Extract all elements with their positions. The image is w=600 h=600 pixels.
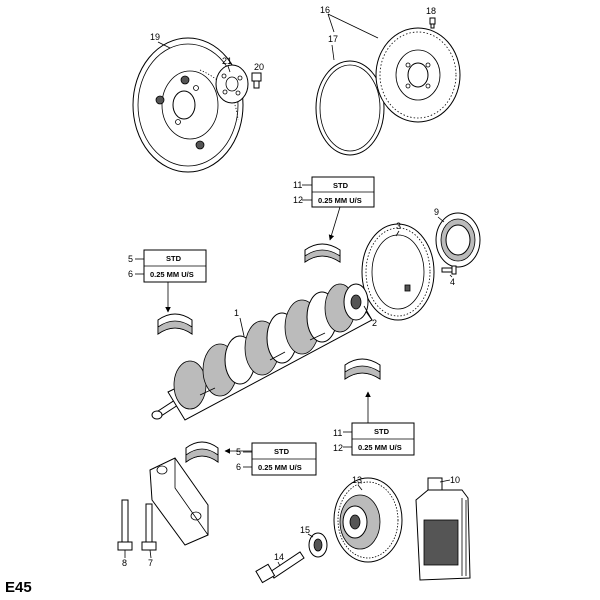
callout-8: 8: [122, 558, 127, 568]
callout-20: 20: [254, 62, 264, 72]
plate-21: [215, 64, 249, 104]
callout-11: 11: [293, 180, 302, 190]
diagram-code: E45: [5, 579, 32, 596]
bolt-18: [429, 17, 436, 29]
label-std: STD: [333, 181, 349, 190]
callout-10: 10: [450, 475, 460, 485]
label-undersize: 0.25 MM U/S: [358, 443, 402, 452]
callout-4: 4: [450, 277, 455, 287]
bearing-shell-left-5: [157, 313, 193, 335]
bolt-20: [251, 72, 262, 89]
drive-plate-16: [375, 27, 461, 123]
callout-6: 6: [128, 269, 133, 279]
label-undersize: 0.25 MM U/S: [318, 196, 362, 205]
callout-3: 3: [396, 221, 401, 231]
label-std: STD: [274, 447, 290, 456]
label-box-bottom-center: STD 0.25 MM U/S 5 6: [224, 442, 317, 476]
screw-4: [441, 265, 457, 275]
label-std: STD: [374, 427, 390, 436]
callout-1: 1: [234, 308, 239, 318]
oil-bottle-10: [415, 477, 471, 581]
label-undersize: 0.25 MM U/S: [258, 463, 302, 472]
callout-21: 21: [222, 56, 232, 66]
pulley-bolt-14: [255, 551, 305, 584]
bearing-shell-right-11: [344, 358, 381, 380]
callout-16: 16: [320, 5, 330, 15]
callout-9: 9: [434, 207, 439, 217]
flywheel-19: [132, 37, 244, 173]
callout-18: 18: [426, 6, 436, 16]
callout-2: 2: [372, 318, 377, 328]
crankshaft-1: [151, 283, 373, 421]
bolt-8: [117, 499, 133, 551]
bolt-7: [141, 503, 157, 551]
label-box-left-main: STD 0.25 MM U/S 5 6: [128, 249, 207, 313]
callout-14: 14: [274, 552, 284, 562]
reluctor-ring-3: [361, 223, 435, 321]
callout-13: 13: [352, 475, 362, 485]
callout-5: 5: [236, 447, 241, 457]
callout-12: 12: [293, 195, 303, 205]
callout-5: 5: [128, 254, 133, 264]
label-std: STD: [166, 254, 182, 263]
bearing-cap: [149, 457, 209, 546]
callout-17: 17: [328, 34, 338, 44]
rear-seal-9: [435, 212, 481, 268]
callout-12: 12: [333, 443, 343, 453]
bearing-shell-upper-11: [304, 243, 341, 263]
washer-15: [308, 532, 328, 558]
callout-11: 11: [333, 428, 342, 438]
ring-17: [315, 60, 385, 156]
label-undersize: 0.25 MM U/S: [150, 270, 194, 279]
callout-6: 6: [236, 462, 241, 472]
callout-19: 19: [150, 32, 160, 42]
callout-15: 15: [300, 525, 310, 535]
crankshaft-pulley-13: [333, 477, 403, 563]
label-box-right-lower: STD 0.25 MM U/S 11 12: [333, 391, 415, 456]
callout-7: 7: [148, 558, 153, 568]
bearing-shell-lower-5: [185, 441, 219, 463]
label-box-top-main: STD 0.25 MM U/S 11 12: [293, 176, 375, 241]
